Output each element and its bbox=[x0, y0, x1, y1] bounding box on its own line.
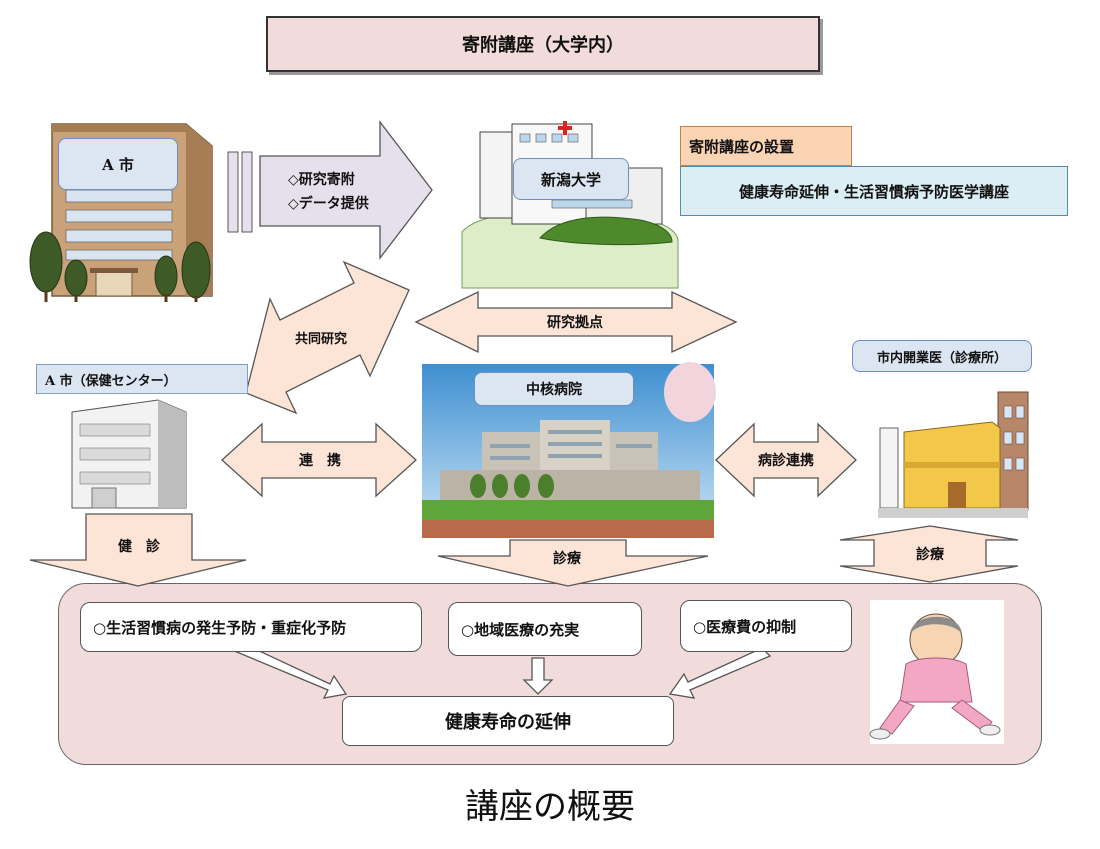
university-label: 新潟大学 bbox=[513, 158, 629, 200]
city-a-label: A 市 bbox=[58, 138, 178, 190]
data-provision-text: ◇データ提供 bbox=[288, 196, 369, 212]
hospital-label: 中核病院 bbox=[474, 372, 634, 406]
goal-cost-control: ○医療費の抑制 bbox=[680, 600, 852, 652]
donation-text: ◇研究寄附 ◇データ提供 bbox=[288, 168, 398, 216]
treatment-arrow-hospital bbox=[437, 539, 709, 587]
joint-research-text: 共同研究 bbox=[294, 331, 347, 347]
treatment-arrow-clinic bbox=[839, 525, 1019, 583]
clinic-label: 市内開業医（診療所） bbox=[852, 340, 1032, 372]
joint-research-arrow bbox=[245, 260, 410, 415]
health-checkup-arrow bbox=[29, 513, 247, 587]
hospital-clinic-text: 病診連携 bbox=[758, 453, 814, 469]
university-illustration bbox=[461, 121, 679, 289]
diagram-caption: 講座の概要 bbox=[465, 786, 635, 827]
donation-arrow bbox=[259, 120, 433, 260]
research-base-text: 研究拠点 bbox=[547, 315, 603, 331]
course-title: 寄附講座（大学内） bbox=[462, 35, 624, 56]
goal-regional-medicine: ○地域医療の充実 bbox=[448, 602, 642, 656]
health-checkup-text: 健 診 bbox=[118, 539, 160, 555]
health-center-label: A 市（保健センター） bbox=[36, 364, 248, 394]
research-base-arrow bbox=[414, 290, 738, 354]
cooperation-text: 連 携 bbox=[299, 453, 341, 469]
goal-prevention: ○生活習慣病の発生予防・重症化予防 bbox=[80, 602, 422, 652]
goal-outcome: 健康寿命の延伸 bbox=[342, 696, 674, 746]
cooperation-arrow bbox=[221, 422, 417, 498]
course-title-box: 寄附講座（大学内） bbox=[266, 16, 820, 72]
clinic-illustration bbox=[878, 391, 1029, 518]
treatment-clinic-text: 診療 bbox=[916, 547, 944, 563]
treatment-hospital-text: 診療 bbox=[553, 551, 581, 567]
research-donation-text: ◇研究寄附 bbox=[288, 172, 355, 188]
course-name-box: 健康寿命延伸・生活習慣病予防医学講座 bbox=[680, 166, 1068, 216]
course-setup-label: 寄附講座の設置 bbox=[680, 126, 852, 166]
elderly-person-illustration bbox=[869, 600, 1004, 744]
hospital-clinic-arrow bbox=[715, 422, 857, 498]
health-center-illustration bbox=[71, 399, 187, 509]
